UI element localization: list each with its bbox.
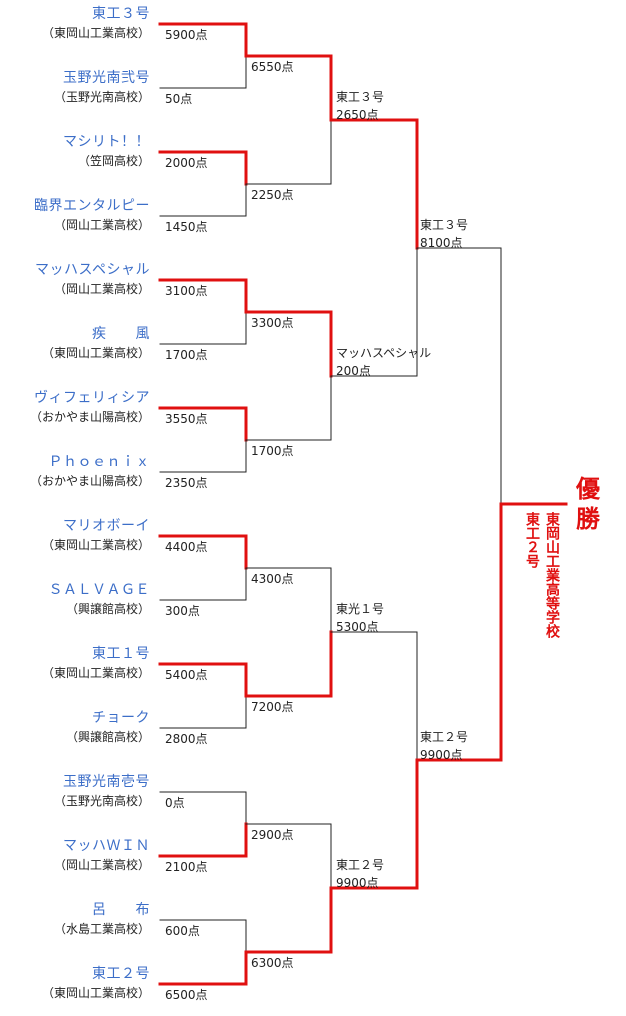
team-score: 600点 (165, 924, 200, 938)
team-name: 東工２号 (92, 966, 150, 982)
school-name: （東岡山工業高校） (41, 26, 150, 40)
team-score: 2350点 (165, 476, 208, 490)
team-name: マッハスペシャル (34, 262, 150, 278)
round2-score: 2900点 (251, 828, 294, 842)
school-name: （笠岡高校） (77, 154, 150, 168)
school-name: （東岡山工業高校） (41, 538, 150, 552)
team-score: 3100点 (165, 284, 208, 298)
team-score: 1700点 (165, 348, 208, 362)
school-name: （興譲館高校） (65, 602, 150, 616)
school-name: （東岡山工業高校） (41, 666, 150, 680)
team-score: 1450点 (165, 220, 208, 234)
team-name: チョーク (92, 710, 150, 726)
school-name: （玉野光南高校） (53, 90, 150, 104)
team-score: 300点 (165, 604, 200, 618)
team-score: 4400点 (165, 540, 208, 554)
school-name: （おかやま山陽高校） (29, 474, 150, 488)
team-score: 2800点 (165, 732, 208, 746)
round3-score: 200点 (336, 364, 371, 378)
school-name: （おかやま山陽高校） (29, 410, 150, 424)
winner-team: 東工２号 (524, 512, 540, 568)
school-name: （興譲館高校） (65, 730, 150, 744)
school-name: （岡山工業高校） (53, 218, 150, 232)
team-name: Ｐｈｏｅｎｉｘ (48, 454, 150, 470)
round3-name: 東光１号 (336, 602, 385, 616)
round2-score: 6300点 (251, 956, 294, 970)
school-name: （岡山工業高校） (53, 282, 150, 296)
round2-score: 6550点 (251, 60, 294, 74)
team-name: 玉野光南壱号 (63, 774, 150, 790)
winner-school: 東岡山工業高等学校 (544, 512, 560, 638)
team-name: 疾 風 (92, 326, 150, 342)
round2-score: 4300点 (251, 572, 294, 586)
semi-name: 東工３号 (420, 218, 469, 232)
school-name: （水島工業高校） (53, 922, 150, 936)
team-name: 玉野光南弐号 (63, 70, 150, 86)
team-name: 東工３号 (92, 6, 150, 22)
team-name: マシリト！！ (63, 134, 150, 150)
team-score: 2100点 (165, 860, 208, 874)
team-score: 50点 (165, 92, 193, 106)
round3-name: 東工２号 (336, 858, 385, 872)
team-score: 5400点 (165, 668, 208, 682)
team-name: 臨界エンタルピー (34, 198, 150, 214)
round2-score: 2250点 (251, 188, 294, 202)
semi-score: 8100点 (420, 236, 463, 250)
round2-score: 1700点 (251, 444, 294, 458)
round3-score: 5300点 (336, 620, 379, 634)
team-name: ヴィフェリィシア (34, 390, 150, 406)
team-score: 5900点 (165, 28, 208, 42)
round3-name: マッハスペシャル (336, 346, 432, 360)
semi-name: 東工２号 (420, 730, 469, 744)
round3-score: 9900点 (336, 876, 379, 890)
round3-name: 東工３号 (336, 90, 385, 104)
round2-score: 3300点 (251, 316, 294, 330)
team-score: 2000点 (165, 156, 208, 170)
round2-score: 7200点 (251, 700, 294, 714)
team-score: 3550点 (165, 412, 208, 426)
school-name: （岡山工業高校） (53, 858, 150, 872)
team-name: マッハＷＩＮ (63, 838, 150, 854)
winner-label: 東岡山工業高等学校東工２号 (512, 512, 562, 692)
team-name: 呂 布 (92, 902, 150, 918)
school-name: （東岡山工業高校） (41, 986, 150, 1000)
team-name: ＳＡＬＶＡＧＥ (48, 582, 150, 598)
team-name: 東工１号 (92, 646, 150, 662)
winner-title: 優勝 (576, 475, 600, 533)
round3-score: 2650点 (336, 108, 379, 122)
school-name: （東岡山工業高校） (41, 346, 150, 360)
team-score: 0点 (165, 796, 185, 810)
team-name: マリオボーイ (63, 518, 150, 534)
team-score: 6500点 (165, 988, 208, 1002)
semi-score: 9900点 (420, 748, 463, 762)
school-name: （玉野光南高校） (53, 794, 150, 808)
